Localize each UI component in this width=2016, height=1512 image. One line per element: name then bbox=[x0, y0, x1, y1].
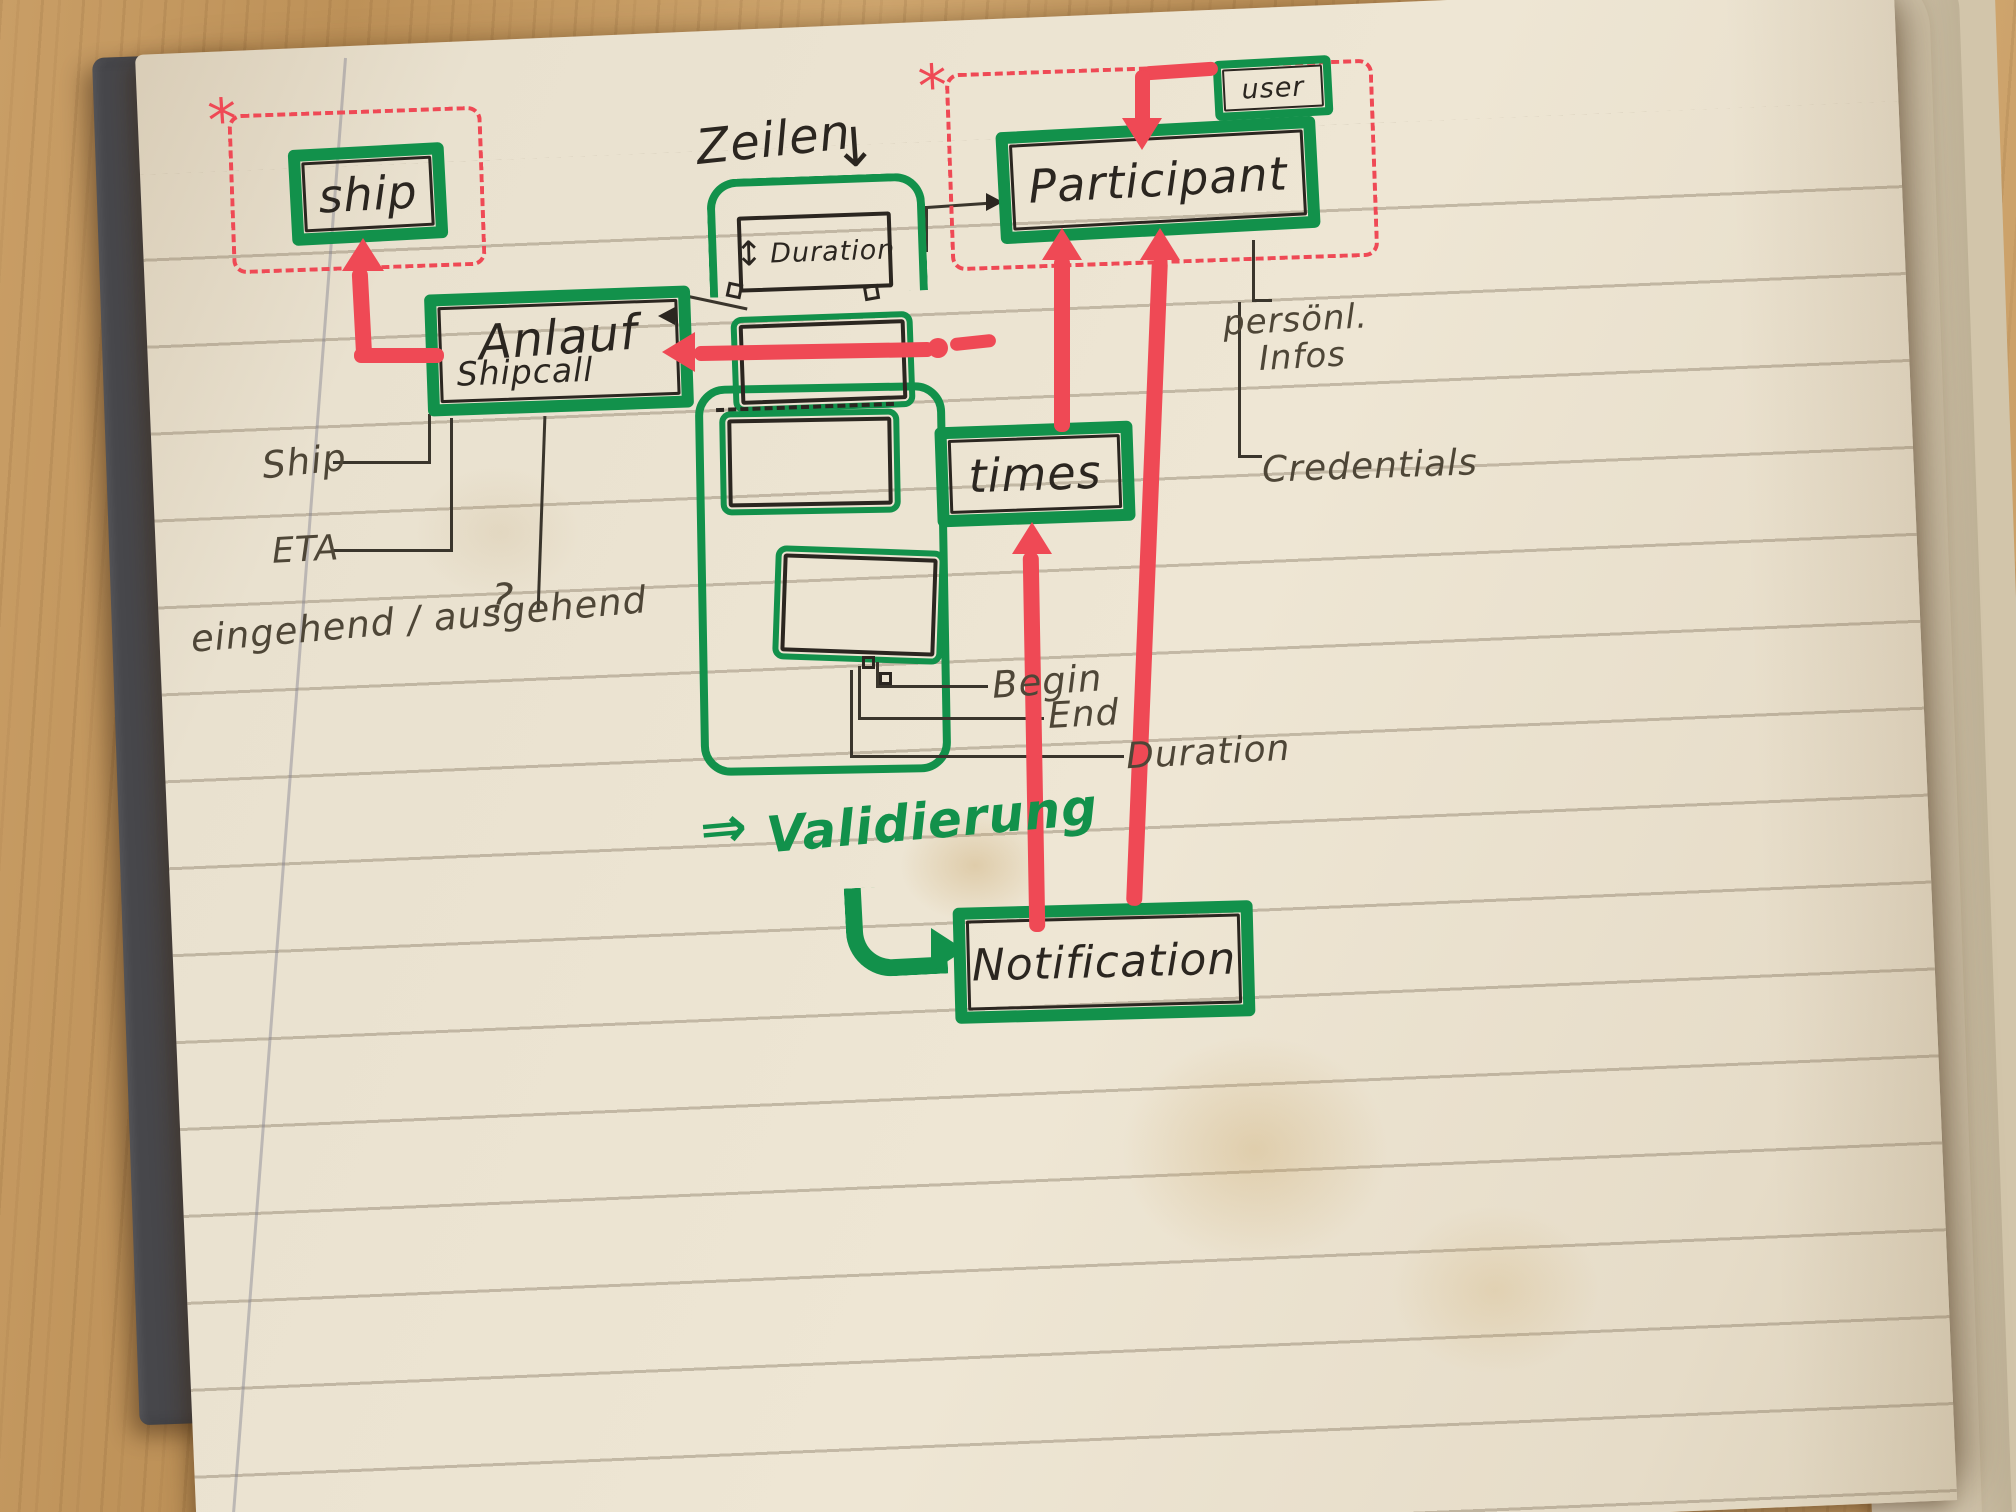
shipcall-entity-box: Anlauf Shipcall bbox=[423, 285, 695, 417]
ship-entity-inner: ship bbox=[301, 155, 435, 233]
red-arrow-rows-origin-dot bbox=[928, 338, 948, 358]
attr-ship-label: Ship bbox=[259, 435, 349, 488]
participant-required-asterisk: * bbox=[916, 51, 950, 121]
red-arrow-user-to-participant-head-icon bbox=[1122, 118, 1162, 150]
attr-end-connector bbox=[858, 666, 1044, 720]
time-row-box-2 bbox=[719, 408, 901, 516]
notification-label: Notification bbox=[971, 933, 1237, 991]
times-entity-inner: times bbox=[947, 434, 1123, 514]
duration-updown-arrow-icon: ↕ bbox=[733, 233, 765, 275]
duration-field-box: ↕ Duration bbox=[733, 211, 896, 293]
connector-duration-to-participant-arrowhead-icon bbox=[986, 193, 1003, 211]
connector-duration-to-participant-stub bbox=[925, 206, 928, 252]
red-arrow-rows-to-shipcall-head-icon bbox=[662, 332, 695, 372]
user-entity-inner: user bbox=[1221, 64, 1325, 112]
row-anchor-square-2 bbox=[879, 672, 892, 685]
times-entity-box: times bbox=[934, 420, 1136, 528]
rows-down-arrow-icon: ↓ bbox=[829, 114, 881, 181]
notification-entity-box: Notification bbox=[952, 900, 1256, 1024]
red-arrow-notification-to-times-head-icon bbox=[1012, 522, 1052, 554]
credentials-connector-vertical bbox=[1238, 302, 1241, 458]
row-anchor-square-1 bbox=[862, 656, 875, 669]
stain-2 bbox=[1120, 1035, 1390, 1265]
ship-required-asterisk: * bbox=[205, 85, 241, 155]
red-arrow-notification-to-participant-head-icon bbox=[1140, 228, 1180, 260]
attr-begin-connector bbox=[876, 662, 988, 688]
red-arrow-user-to-participant-vertical bbox=[1135, 70, 1150, 126]
attr-personal-info-label: persönl. Infos bbox=[1222, 296, 1371, 380]
participant-label: Participant bbox=[1027, 146, 1289, 214]
times-label: times bbox=[967, 444, 1103, 504]
attr-ship-connector bbox=[333, 414, 431, 464]
notification-entity-inner: Notification bbox=[965, 913, 1243, 1011]
stain-4 bbox=[415, 465, 585, 600]
red-arrow-shipcall-to-ship-horizontal bbox=[354, 348, 444, 363]
shipcall-entity-inner: Anlauf Shipcall bbox=[437, 298, 681, 404]
green-arrow-to-notification-head-icon bbox=[931, 928, 965, 972]
attr-end-label: End bbox=[1046, 692, 1121, 737]
attr-eta-label: ETA bbox=[270, 528, 341, 572]
time-row-box-3 bbox=[772, 544, 946, 666]
attr-eta-connector bbox=[333, 418, 453, 552]
credentials-connector-stub bbox=[1238, 455, 1262, 458]
red-arrow-shipcall-to-ship-head-icon bbox=[342, 238, 384, 271]
personal-info-connector bbox=[1252, 240, 1272, 302]
connector-duration-to-shipcall-arrowhead-icon bbox=[658, 307, 675, 325]
stain-3 bbox=[1390, 1205, 1600, 1375]
ship-entity-box: ship bbox=[287, 141, 449, 247]
validation-implies-arrow-icon: ⇒ bbox=[697, 794, 751, 863]
duration-field-label: Duration bbox=[769, 233, 896, 270]
stain-1 bbox=[900, 808, 1050, 923]
time-row-box-1 bbox=[730, 310, 916, 414]
shipcall-label: Anlauf bbox=[477, 304, 640, 372]
red-arrow-times-to-participant bbox=[1054, 256, 1070, 432]
user-entity-box: user bbox=[1212, 54, 1334, 122]
attr-personal-info-line2: Infos bbox=[1257, 334, 1347, 380]
attr-duration-connector bbox=[850, 670, 1124, 758]
attr-credentials-label: Credentials bbox=[1261, 442, 1479, 491]
red-arrow-times-to-participant-head-icon bbox=[1042, 228, 1082, 260]
user-label: user bbox=[1240, 70, 1306, 106]
attr-duration-label: Duration bbox=[1125, 727, 1292, 778]
ship-label: ship bbox=[317, 164, 419, 224]
